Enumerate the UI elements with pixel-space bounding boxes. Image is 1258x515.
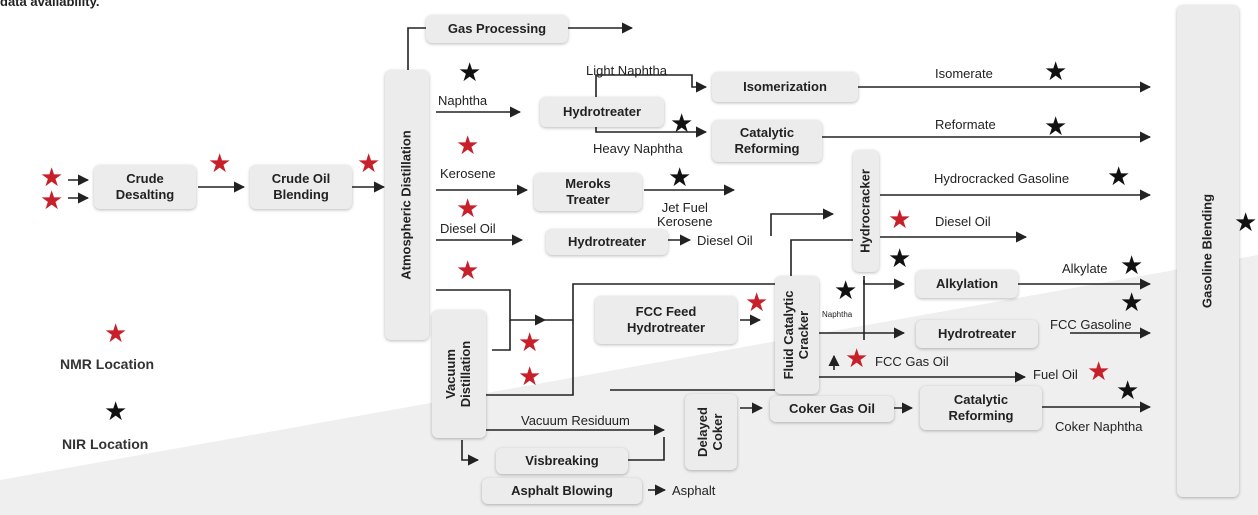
gasoline-blending-box: Gasoline Blending (1177, 5, 1239, 497)
crude-oil-blending-box: Crude Oil Blending (250, 165, 352, 209)
light-naphtha-label: Light Naphtha (586, 63, 667, 78)
hydrocracked-gasoline-label: Hydrocracked Gasoline (934, 171, 1070, 186)
crude-desalting-box: Crude Desalting (94, 165, 196, 209)
fcc-to-hydrocracker (790, 239, 855, 276)
vacuum-to-visbreak (461, 440, 480, 466)
hydrotreater-fcc-box: Hydrotreater (916, 320, 1038, 348)
hydrotreater-naphtha-box: Hydrotreater (540, 97, 664, 127)
alkylation-box: Alkylation (916, 270, 1018, 298)
nmr-star: ★ (888, 205, 912, 235)
diesel-to-hydrocracker (770, 208, 835, 236)
nir-star: ★ (1044, 112, 1068, 142)
nir-star: ★ (670, 109, 694, 139)
asphalt-label: Asphalt (672, 483, 716, 498)
nir-star: ★ (668, 163, 692, 193)
heavy-naphtha-label: Heavy Naphtha (593, 141, 683, 156)
background-band (0, 255, 1258, 515)
nir-star: ★ (888, 244, 912, 274)
light-naphtha-line (595, 74, 708, 97)
coker-gas-oil-box: Coker Gas Oil (770, 396, 894, 422)
vacuum-residuum-label: Vacuum Residuum (521, 413, 630, 428)
legend-nmr-label: NMR Location (60, 356, 155, 372)
connector-group (68, 22, 1152, 496)
coker-naphtha-label: Coker Naphtha (1055, 419, 1143, 434)
gas-oil-line (436, 289, 547, 326)
hydrocracker-box: Hydrocracker (853, 150, 879, 272)
nmr-star: ★ (745, 288, 769, 318)
hydrotreater-diesel-box: Hydrotreater (546, 229, 668, 255)
nmr-star: ★ (40, 163, 64, 193)
fcc-to-alkylation (863, 278, 906, 290)
nmr-star: ★ (456, 131, 480, 161)
header-text: data availability. (0, 0, 100, 9)
fluid-catalytic-cracker-label: Fluid Catalytic Cracker (781, 290, 811, 380)
gas-processing-box: Gas Processing (426, 15, 568, 43)
fcc-feed-hydrotreater-box: FCC Feed Hydrotreater (595, 296, 737, 344)
nir-star: ★ (834, 276, 858, 306)
naphtha-label: Naphtha (438, 93, 488, 108)
distillation-to-gas (407, 27, 426, 70)
nir-star: ★ (1107, 162, 1131, 192)
diesel-oil-mid-label: Diesel Oil (697, 233, 753, 248)
catalytic-reforming-top-box: Catalytic Reforming (712, 120, 822, 162)
fluid-catalytic-cracker-box: Fluid Catalytic Cracker (775, 276, 819, 394)
kerosene-label: Kerosene (440, 166, 496, 181)
nir-star: ★ (1116, 376, 1140, 406)
jet-fuel-kerosene-label: Jet Fuel Kerosene (657, 200, 713, 230)
legend-nmr-star: ★ (104, 319, 128, 349)
naphtha-small-label: Naphtha (822, 310, 853, 319)
nmr-star: ★ (845, 344, 869, 374)
nmr-star: ★ (518, 328, 542, 358)
delayed-coker-box: Delayed Coker (685, 394, 737, 470)
gasoline-blending-label: Gasoline Blending (1199, 193, 1215, 309)
nmr-star: ★ (456, 256, 480, 286)
catalytic-reforming-bottom-box: Catalytic Reforming (920, 386, 1042, 430)
visbreaking-box: Visbreaking (496, 448, 628, 474)
hydrocracker-label: Hydrocracker (857, 169, 873, 253)
atmospheric-distillation-label: Atmospheric Distillation (398, 130, 414, 280)
nmr-star: ★ (518, 362, 542, 392)
vacuum-to-fcc (486, 320, 574, 396)
alkylate-label: Alkylate (1062, 261, 1108, 276)
legend-nir-label: NIR Location (62, 436, 149, 452)
diesel-oil-right-label: Diesel Oil (935, 214, 991, 229)
nmr-star: ★ (208, 149, 232, 179)
nir-star: ★ (1120, 251, 1144, 281)
visbreak-return (628, 437, 665, 461)
isomerate-label: Isomerate (935, 66, 993, 81)
nmr-star: ★ (40, 186, 64, 216)
nmr-star: ★ (1087, 357, 1111, 387)
asphalt-blowing-box: Asphalt Blowing (482, 478, 642, 504)
vacuum-distillation-label: Vacuum Distillation (443, 340, 473, 408)
nmr-star: ★ (357, 149, 381, 179)
fuel-oil-label: Fuel Oil (1033, 367, 1078, 382)
legend-nir-star: ★ (104, 397, 128, 427)
isomerization-box: Isomerization (712, 72, 858, 102)
nir-star: ★ (1234, 208, 1258, 238)
fcc-gas-oil-label: FCC Gas Oil (875, 354, 949, 369)
reformate-label: Reformate (935, 117, 996, 132)
nir-star: ★ (1044, 57, 1068, 87)
nir-star: ★ (458, 58, 482, 88)
vacuum-distillation-box: Vacuum Distillation (432, 310, 486, 438)
diesel-oil-left-label: Diesel Oil (440, 221, 496, 236)
meroks-treater-box: Meroks Treater (534, 173, 642, 211)
nmr-star: ★ (456, 194, 480, 224)
nir-star: ★ (1120, 288, 1144, 318)
heavy-naphtha-line (595, 126, 708, 138)
atmospheric-distillation-box: Atmospheric Distillation (385, 70, 429, 340)
gas-oil-to-fcc (545, 283, 775, 321)
gas-oil-drop (492, 320, 511, 351)
fcc-gasoline-label: FCC Gasoline (1050, 317, 1132, 332)
delayed-coker-label: Delayed Coker (695, 407, 725, 457)
